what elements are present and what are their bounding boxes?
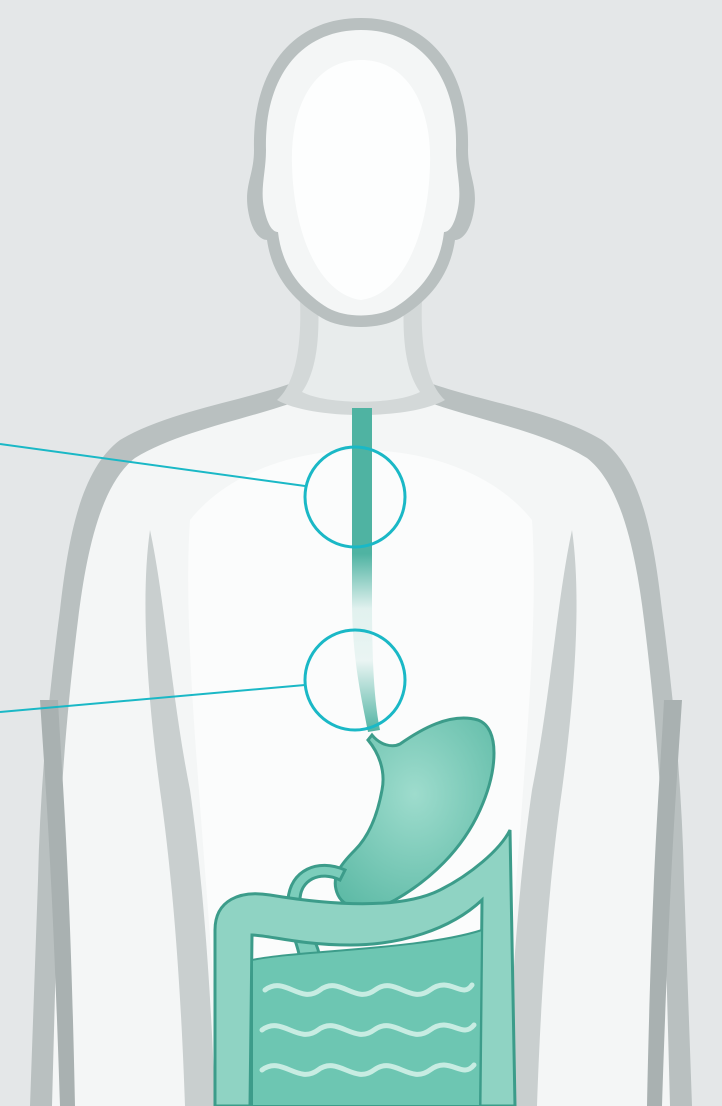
small-intestine-mass (252, 930, 482, 1106)
small-intestine (252, 930, 482, 1106)
